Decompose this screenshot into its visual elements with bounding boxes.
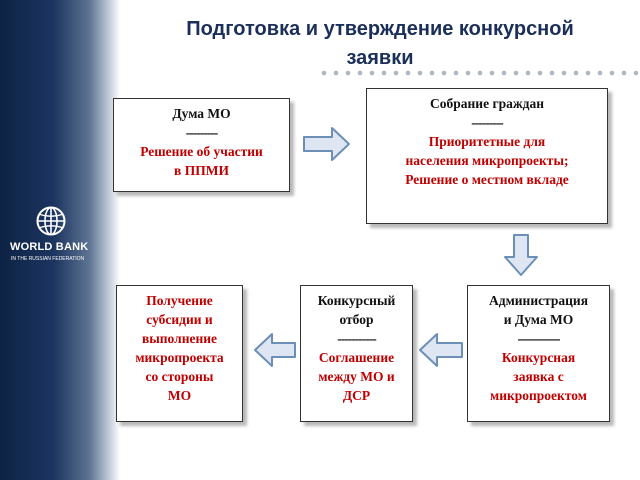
- selection-heading-line-1: Конкурсный: [317, 293, 396, 308]
- citizens-meeting-box: Собрание граждан --------- Приоритетные …: [366, 88, 608, 224]
- subsidy-line-5: со стороны: [145, 369, 214, 384]
- selection-line-2: между МО и: [318, 369, 395, 384]
- citizens-line-2: населения микропроекты;: [405, 153, 569, 168]
- subsidy-box: Получение субсидии и выполнение микропро…: [116, 285, 243, 422]
- admin-separator: ------------: [517, 331, 561, 346]
- page-title: Подготовка и утверждение конкурсной заяв…: [140, 15, 620, 73]
- title-line-1: Подготовка и утверждение конкурсной: [186, 18, 574, 40]
- admin-heading-line-2: и Дума МО: [503, 312, 574, 327]
- decorative-dot-line: [318, 69, 638, 77]
- duma-box: Дума МО --------- Решение об участии в П…: [113, 98, 290, 192]
- selection-separator: -----------: [337, 331, 376, 346]
- citizens-line-3: Решение о местном вкладе: [405, 172, 569, 187]
- citizens-heading: Собрание граждан: [430, 96, 544, 111]
- duma-decision-line-1: Решение об участии: [140, 144, 263, 159]
- subsidy-line-2: субсидии и: [146, 312, 213, 327]
- admin-line-1: Конкурсная: [501, 350, 576, 365]
- world-bank-logo-icon: [36, 206, 66, 236]
- admin-line-2: заявка с: [513, 369, 564, 384]
- title-line-2: заявки: [346, 47, 414, 69]
- selection-line-3: ДСР: [342, 388, 371, 403]
- duma-heading: Дума МО: [172, 106, 231, 121]
- arrow-left-icon: [254, 333, 296, 367]
- subsidy-line-3: выполнение: [141, 331, 218, 346]
- administration-box: Администрация и Дума МО ------------ Кон…: [467, 285, 610, 422]
- selection-line-1: Соглашение: [318, 350, 395, 365]
- subsidy-line-6: МО: [167, 388, 192, 403]
- brand-subtitle: IN THE RUSSIAN FEDERATION: [11, 256, 85, 262]
- citizens-separator: ---------: [471, 115, 503, 130]
- duma-decision-line-2: в ППМИ: [174, 163, 229, 178]
- duma-separator: ---------: [185, 125, 218, 140]
- sidebar-banner: WORLD BANK IN THE RUSSIAN FEDERATION: [0, 0, 120, 480]
- admin-line-3: микропроектом: [490, 388, 587, 403]
- brand-name: WORLD BANK: [10, 241, 89, 253]
- selection-heading-line-2: отбор: [339, 312, 374, 327]
- subsidy-line-4: микропроекта: [135, 350, 224, 365]
- citizens-line-1: Приоритетные для: [428, 134, 546, 149]
- arrow-down-icon: [504, 234, 538, 276]
- arrow-right-icon: [303, 127, 350, 161]
- subsidy-line-1: Получение: [146, 293, 213, 308]
- admin-heading-line-1: Администрация: [488, 293, 588, 308]
- selection-box: Конкурсный отбор ----------- Соглашение …: [300, 285, 413, 422]
- arrow-left-icon: [419, 333, 463, 367]
